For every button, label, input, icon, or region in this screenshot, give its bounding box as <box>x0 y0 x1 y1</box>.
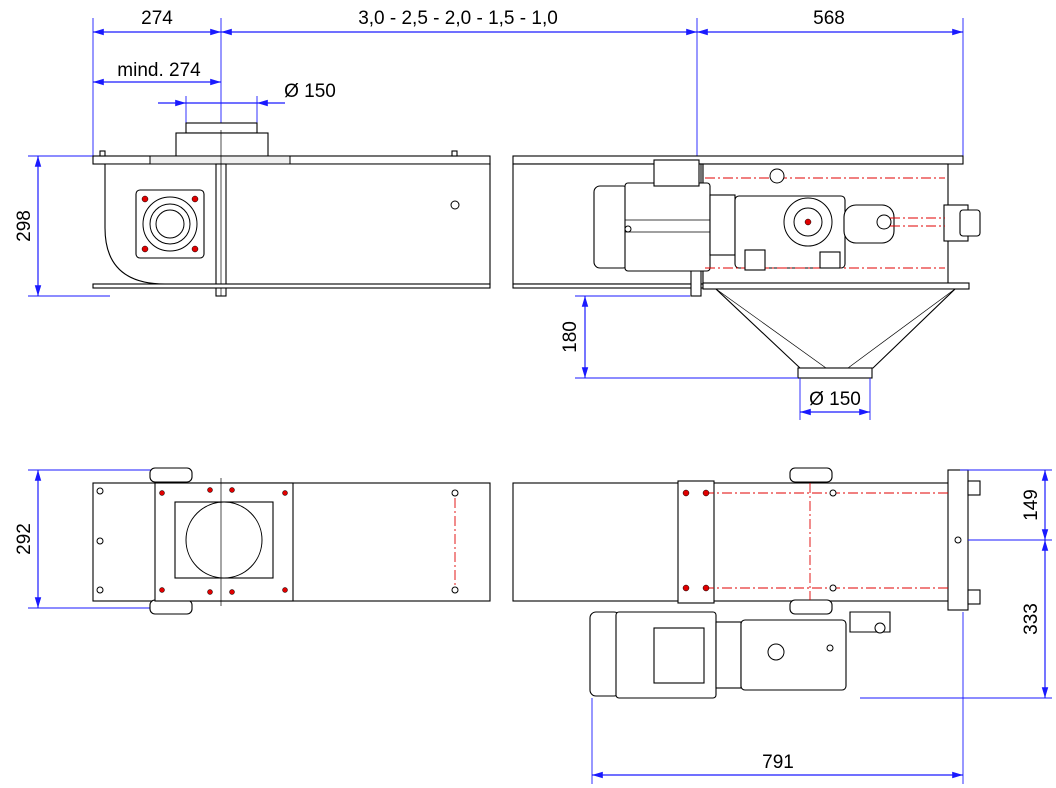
dim-outlet-height: 180 <box>560 321 581 353</box>
dim-width: 292 <box>14 523 35 555</box>
top-dimensions: 274 3,0 - 2,5 - 2,0 - 1,5 - 1,0 568 mind… <box>92 8 964 158</box>
dim-motor-projection: 333 <box>1021 603 1042 635</box>
side-view: 298 <box>14 122 981 420</box>
dim-inlet-offset: 274 <box>141 8 173 29</box>
dim-drive-end-length: 568 <box>813 8 845 29</box>
dim-outlet-diameter: Ø 150 <box>809 389 861 410</box>
dim-height: 298 <box>14 210 35 242</box>
dim-overall-drive-length: 791 <box>762 752 794 773</box>
dim-inlet-diameter: Ø 150 <box>284 81 336 102</box>
dim-min-inlet-offset: mind. 274 <box>117 60 201 81</box>
dim-drive-half-width: 149 <box>1021 489 1042 521</box>
top-view: 292 <box>14 467 1052 784</box>
dim-length-options: 3,0 - 2,5 - 2,0 - 1,5 - 1,0 <box>358 8 558 29</box>
